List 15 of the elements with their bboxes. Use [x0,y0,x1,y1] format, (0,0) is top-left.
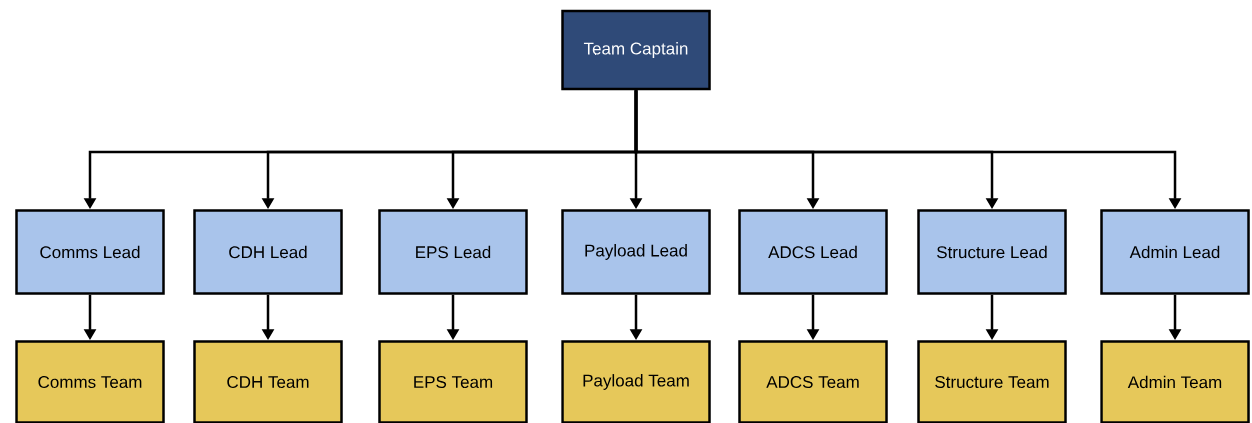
team-box: Comms Team [15,340,165,423]
lead-box: EPS Lead [378,209,528,295]
lead-box: Structure Lead [917,209,1067,295]
team-box: CDH Team [193,340,343,423]
lead-box: CDH Lead [193,209,343,295]
team-box: ADCS Team [738,340,888,423]
lead-box: Payload Lead [561,209,711,295]
captain-box: Team Captain [561,9,711,91]
team-box: Structure Team [917,340,1067,423]
lead-box: Comms Lead [15,209,165,295]
team-box: EPS Team [378,340,528,423]
team-box: Admin Team [1100,340,1250,423]
lead-box: Admin Lead [1100,209,1250,295]
lead-box: ADCS Lead [738,209,888,295]
team-box: Payload Team [561,340,711,423]
